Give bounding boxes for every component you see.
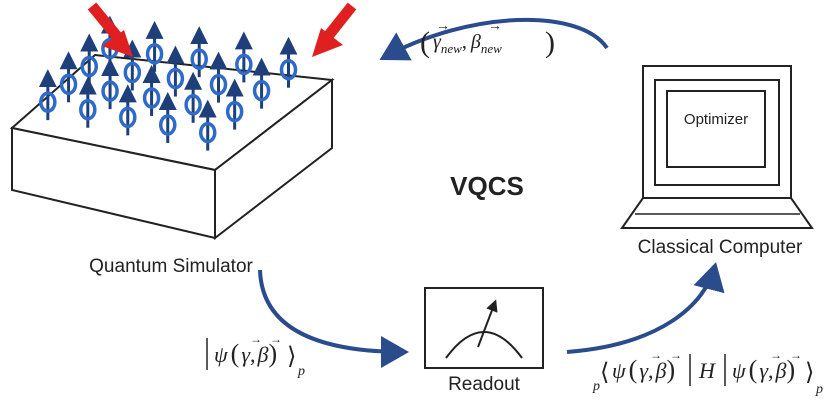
svg-text:→: → (670, 348, 682, 362)
subscript-new-1: new (441, 41, 462, 56)
svg-text:→: → (250, 332, 262, 346)
svg-text:→: → (790, 348, 802, 362)
laptop-icon (620, 65, 814, 229)
spin-ring (145, 43, 164, 65)
laser-arrow-icon (87, 2, 133, 57)
spin-lattice-icon (38, 15, 298, 151)
p-subscript-right: p (815, 382, 823, 397)
svg-text:): ) (545, 26, 555, 59)
spin-ring (190, 48, 208, 70)
spin-ring (123, 61, 142, 84)
spin-ring (142, 87, 161, 109)
spin-ring (209, 73, 228, 96)
svg-text:→: → (436, 19, 450, 34)
feedback-parameters-label: ( γnew,βnew ) → → (420, 19, 555, 59)
beta-symbol-state: β (257, 342, 269, 367)
svg-text:→: → (488, 19, 502, 34)
spin-ring (166, 67, 185, 90)
p-subscript-left: p (592, 379, 600, 394)
meter-icon (424, 287, 544, 369)
svg-text:ψ(γ,β): ψ(γ,β) (732, 355, 795, 384)
expectation-label: p ⟨ ψ(γ,β) H ψ(γ,β) ⟩ p → → → → (592, 348, 823, 397)
laser-arrow-icon (312, 2, 357, 57)
spin-ring (225, 100, 244, 123)
cycle-arrow-icon (379, 17, 609, 61)
svg-text:ψ(γ,β): ψ(γ,β) (612, 355, 675, 384)
readout-label: Readout (448, 374, 521, 395)
beta-symbol-right: β (775, 358, 787, 383)
psi-symbol: ψ (214, 342, 228, 367)
svg-text:→: → (270, 332, 282, 346)
spin-ring (59, 73, 78, 96)
gamma-symbol: γ (433, 31, 442, 53)
svg-text:(: ( (420, 26, 430, 59)
svg-text:γnew,βnew: γnew,βnew (433, 31, 502, 56)
svg-text:⟩: ⟩ (287, 344, 296, 370)
spin-ring (119, 106, 137, 129)
hamiltonian-symbol: H (698, 358, 716, 383)
gamma-symbol-right: γ (759, 358, 769, 383)
psi-symbol-right: ψ (732, 358, 746, 383)
spin-ring (159, 114, 177, 136)
quantum-simulator: Quantum Simulator (9, 15, 335, 277)
readout: Readout (424, 287, 544, 395)
drive-arrows (87, 2, 357, 57)
beta-symbol: β (470, 31, 481, 53)
gamma-symbol-left: γ (639, 358, 649, 383)
beta-symbol-left: β (655, 358, 667, 383)
optimizer-label: Optimizer (684, 111, 748, 128)
spin-ring (252, 79, 271, 102)
svg-text:⟩: ⟩ (805, 360, 814, 386)
quantum-simulator-label: Quantum Simulator (89, 256, 253, 277)
spin-ring (39, 91, 57, 113)
svg-text:ψ(γ,β): ψ(γ,β) (214, 339, 277, 368)
spin-ring (80, 55, 98, 78)
spin-ring (279, 58, 298, 81)
cycle-arrows (258, 17, 725, 368)
simulator-slab-side (214, 77, 333, 241)
cycle-arrow-icon (566, 262, 725, 354)
classical-computer-label: Classical Computer (638, 237, 803, 258)
state-label: ψ(γ,β) ⟩ p → → (206, 332, 305, 379)
diagram-title: VQCS (450, 171, 524, 201)
spin-ring (79, 98, 97, 121)
svg-text:→: → (650, 348, 662, 362)
cycle-arrow-icon (258, 269, 409, 368)
classical-computer: Optimizer Classical Computer (620, 65, 814, 258)
spin-ring (198, 121, 217, 144)
svg-text:⟨: ⟨ (600, 360, 609, 386)
spin-ring (235, 53, 253, 76)
gamma-symbol-state: γ (241, 342, 251, 367)
spin-ring (101, 80, 119, 102)
subscript-new-2: new (481, 41, 502, 56)
svg-text:→: → (770, 348, 782, 362)
p-subscript-state: p (297, 364, 305, 379)
psi-symbol-left: ψ (612, 358, 626, 383)
